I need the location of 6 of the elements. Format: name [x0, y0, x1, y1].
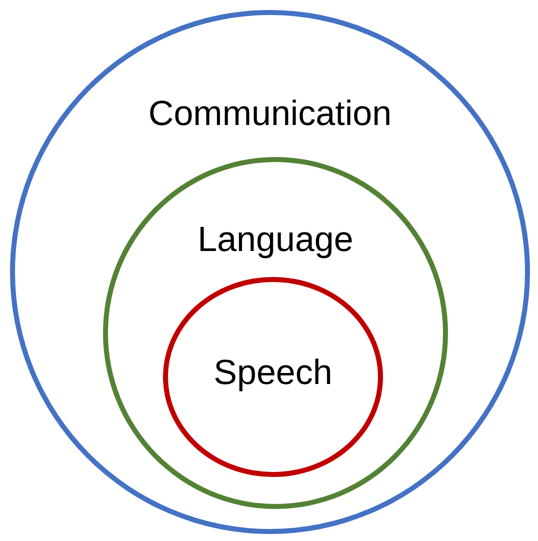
- circle-label: Communication: [147, 94, 393, 134]
- circle-label: Speech: [212, 353, 334, 393]
- circle: [10, 10, 530, 534]
- circle-label: Language: [196, 220, 354, 260]
- circle: [163, 277, 383, 477]
- circle: [103, 157, 448, 509]
